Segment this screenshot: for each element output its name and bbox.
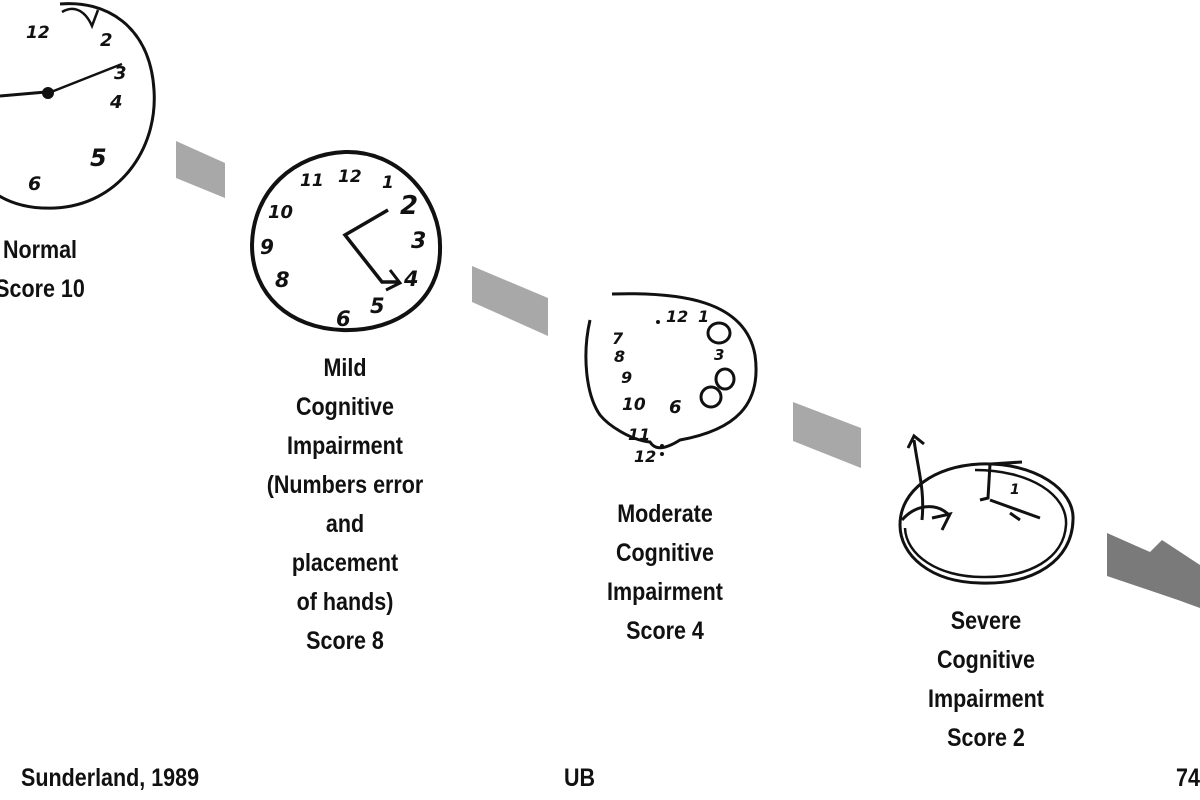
- clock-mild-numeral: 2: [400, 191, 418, 221]
- clock-normal-face: [0, 2, 156, 210]
- clock-moderate-numeral: 3: [714, 346, 724, 364]
- connector-bar-3: [793, 402, 861, 468]
- clock-mild-numeral: 8: [275, 268, 290, 292]
- clock-severe: 1: [898, 433, 1075, 585]
- stage-label-line: Normal: [2, 236, 78, 264]
- clock-normal-numeral: 6: [28, 173, 41, 195]
- clock-severe-hands: [979, 460, 1041, 522]
- final-arrow: [1107, 533, 1200, 608]
- footer-center-label: UB: [564, 764, 596, 792]
- stage-label-line: and: [325, 510, 365, 538]
- clock-mild-face: [249, 149, 443, 333]
- stage-label-line: Score 4: [626, 617, 704, 645]
- clock-mild: 12 1 2 3 4 5 6 8 9 10 11: [249, 149, 443, 333]
- clock-mild-numeral: 9: [260, 235, 274, 259]
- clock-mild-numeral: 5: [370, 294, 385, 318]
- stage-label-line: of hands): [296, 588, 394, 616]
- stage-normal-label: Normal Score 10: [0, 231, 135, 309]
- stage-label-line: Moderate: [617, 500, 713, 528]
- clock-mild-numeral: 6: [336, 307, 351, 331]
- stage-label-line: Score 10: [0, 275, 85, 303]
- clock-normal-center: [42, 87, 54, 99]
- footer-citation: Sunderland, 1989: [21, 764, 200, 792]
- clock-normal-numeral: 12: [26, 23, 50, 43]
- footer-page-number: 74: [1176, 764, 1200, 792]
- clock-moderate: 12 1 3 6 7 8 9 10 11 12: [584, 292, 758, 466]
- clock-moderate-numeral: 11: [628, 425, 650, 444]
- stage-label-line: Cognitive: [937, 646, 1035, 674]
- clock-mild-numeral: 4: [403, 267, 419, 291]
- stage-label-line: Cognitive: [296, 393, 394, 421]
- clock-moderate-numeral: 6: [669, 397, 682, 418]
- stage-label-line: Cognitive: [616, 539, 714, 567]
- clock-mild-numeral: 1: [382, 173, 394, 193]
- clock-mild-hour-hand: [342, 208, 398, 284]
- clock-moderate-scribble: [714, 367, 736, 391]
- clock-moderate-numeral: 9: [621, 368, 632, 387]
- stage-label-line: Score 2: [947, 724, 1025, 752]
- clock-moderate-dot: [660, 444, 664, 448]
- stage-severe-label-box: Severe Cognitive Impairment Score 2: [896, 602, 1077, 758]
- stage-label-line: (Numbers error: [266, 471, 424, 499]
- clock-normal: 12 2 3 4 5 6: [0, 2, 156, 210]
- clock-severe-face: [898, 462, 1075, 585]
- clock-severe-numeral: 1: [1010, 482, 1020, 498]
- clock-moderate-numeral: 8: [614, 347, 625, 366]
- stage-label-line: placement: [291, 549, 399, 577]
- clock-moderate-dot: [656, 320, 660, 324]
- clock-moderate-scribble: [699, 385, 723, 409]
- clock-mild-numeral: 11: [300, 171, 324, 191]
- stage-mild-label: Mild Cognitive Impairment (Numbers error…: [255, 349, 436, 661]
- stage-label-line: Score 8: [306, 627, 384, 655]
- clock-severe-top-arrow: [906, 433, 925, 521]
- clock-normal-top-stroke: [61, 7, 100, 30]
- clock-normal-numeral: 3: [114, 63, 127, 84]
- clock-moderate-numeral: 12: [666, 307, 688, 326]
- stage-label-line: Impairment: [287, 432, 403, 460]
- stage-label-line: Impairment: [607, 578, 723, 606]
- clock-moderate-numeral: 7: [612, 329, 624, 348]
- clock-mild-numeral: 3: [411, 229, 426, 254]
- stage-label-line: Impairment: [928, 685, 1044, 713]
- clock-normal-numeral: 5: [90, 144, 107, 172]
- clock-severe-face-overlap: [903, 468, 1068, 579]
- clock-moderate-numeral: 10: [622, 395, 646, 415]
- connector-bar-1: [176, 141, 225, 198]
- clock-moderate-numeral: 1: [698, 307, 709, 326]
- clock-moderate-face: [584, 292, 758, 450]
- clock-moderate-scribble: [706, 321, 732, 345]
- clock-mild-numeral: 12: [338, 167, 362, 187]
- clock-normal-hour-hand: [0, 90, 47, 98]
- clock-mild-numeral: 10: [268, 202, 293, 223]
- stage-moderate-label: Moderate Cognitive Impairment Score 4: [575, 495, 756, 651]
- clock-moderate-numeral: 12: [634, 447, 656, 466]
- clock-moderate-dot: [660, 452, 664, 456]
- stage-label-line: Mild: [323, 354, 367, 382]
- stage-moderate-label-box: Moderate Cognitive Impairment Score 4: [575, 495, 756, 651]
- stage-mild-label-box: Mild Cognitive Impairment (Numbers error…: [255, 349, 436, 661]
- stage-normal-label-box: Normal Score 10: [0, 231, 135, 309]
- clock-normal-numeral: 4: [109, 92, 123, 113]
- stage-severe-label: Severe Cognitive Impairment Score 2: [896, 602, 1077, 758]
- clock-normal-minute-hand: [45, 62, 123, 96]
- clock-mild-hand-tip: [385, 269, 403, 292]
- connector-bar-2: [472, 266, 548, 336]
- clock-normal-numeral: 2: [100, 30, 113, 51]
- clock-severe-left-arrow: [900, 505, 953, 531]
- stage-label-line: Severe: [950, 607, 1022, 635]
